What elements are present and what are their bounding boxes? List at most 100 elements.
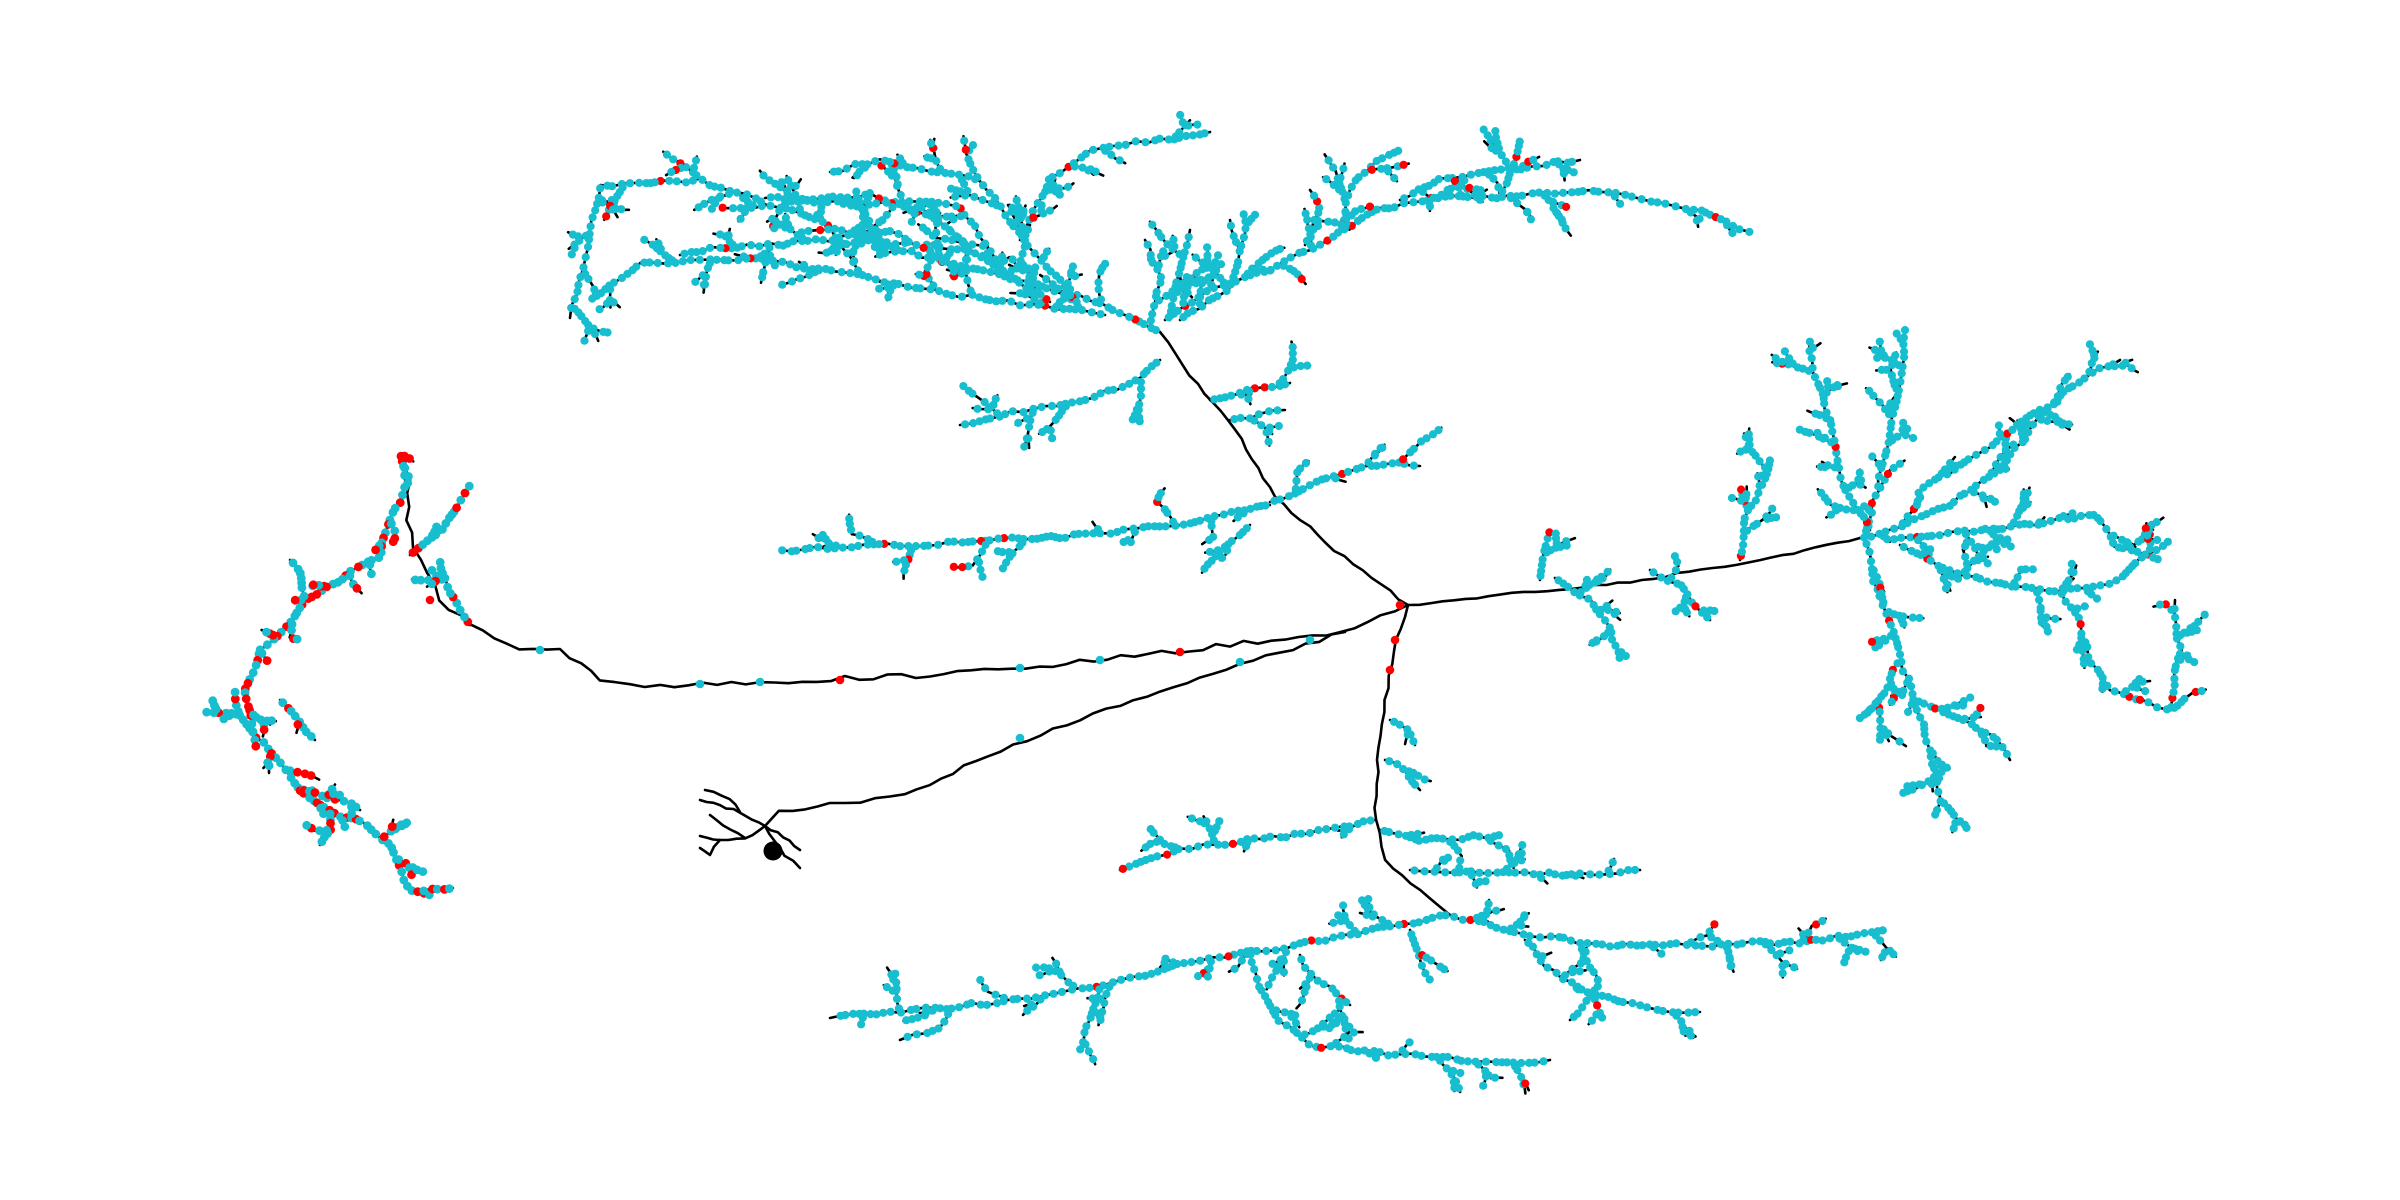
synapse-marker-a xyxy=(1163,240,1172,249)
synapse-marker-a xyxy=(1272,1006,1281,1015)
synapse-marker-a xyxy=(1908,613,1917,622)
synapse-marker-a xyxy=(1400,194,1409,203)
synapse-marker-a xyxy=(906,1005,916,1015)
synapse-marker-a xyxy=(1039,963,1048,972)
synapse-marker-a xyxy=(2197,686,2206,696)
synapse-marker-a xyxy=(975,293,984,302)
synapse-marker-a xyxy=(1882,731,1891,740)
synapse-marker-a xyxy=(1007,297,1016,306)
synapse-marker-a xyxy=(1442,1064,1451,1073)
synapse-marker-a xyxy=(1889,463,1898,473)
synapse-marker-a xyxy=(230,687,240,697)
synapse-marker-a xyxy=(389,848,398,857)
synapse-marker-a xyxy=(2002,451,2011,460)
synapse-marker-a xyxy=(1517,1073,1526,1082)
synapse-marker-a xyxy=(1121,140,1130,149)
synapse-marker-a xyxy=(1194,842,1203,851)
synapse-marker-a xyxy=(1297,996,1307,1005)
synapse-marker-a xyxy=(1562,537,1571,546)
synapse-marker-a xyxy=(2059,511,2068,521)
synapse-marker-a xyxy=(1876,716,1885,725)
synapse-marker-a xyxy=(276,758,285,768)
synapse-marker-a xyxy=(1227,507,1236,517)
synapse-marker-a xyxy=(1195,817,1205,826)
synapse-marker-a xyxy=(949,215,958,224)
synapse-marker-a xyxy=(1301,458,1311,468)
synapse-marker-a xyxy=(1576,588,1585,597)
synapse-markers xyxy=(202,110,2209,1093)
synapse-marker-a xyxy=(1481,1072,1490,1081)
synapse-marker-a xyxy=(968,141,978,150)
synapse-marker-a xyxy=(1048,434,1057,443)
synapse-marker-a xyxy=(1828,427,1837,436)
synapse-marker-b xyxy=(949,562,958,571)
synapse-marker-a xyxy=(1805,337,1814,346)
synapse-marker-a xyxy=(1498,187,1507,196)
synapse-marker-a xyxy=(1579,949,1588,958)
synapse-marker-a xyxy=(1187,814,1196,823)
synapse-marker-a xyxy=(2051,614,2060,624)
synapse-marker-b xyxy=(1118,864,1127,874)
synapse-marker-a xyxy=(1022,994,1032,1003)
synapse-marker-a xyxy=(890,170,899,179)
synapse-marker-a xyxy=(1215,953,1224,962)
synapse-marker-a xyxy=(1887,356,1896,365)
synapse-marker-a xyxy=(1081,149,1090,158)
synapse-marker-a xyxy=(756,252,765,261)
synapse-marker-a xyxy=(464,481,474,491)
synapse-marker-a xyxy=(998,564,1008,573)
synapse-marker-a xyxy=(855,531,864,540)
synapse-marker-a xyxy=(934,540,943,549)
synapse-marker-a xyxy=(1213,546,1222,555)
synapse-marker-a xyxy=(1288,343,1297,352)
synapse-marker-a xyxy=(947,262,956,271)
synapse-marker-b xyxy=(961,145,970,154)
synapse-marker-a xyxy=(1384,167,1393,176)
synapse-marker-a xyxy=(1169,294,1178,303)
synapse-marker-a xyxy=(1765,456,1774,465)
synapse-marker-a xyxy=(1015,663,1025,673)
synapse-marker-a xyxy=(1661,199,1670,208)
synapse-marker-a xyxy=(1035,971,1044,980)
synapse-marker-a xyxy=(2121,358,2130,367)
synapse-marker-a xyxy=(1895,459,1904,468)
synapse-marker-a xyxy=(1979,554,1988,563)
synapse-marker-a xyxy=(966,217,976,226)
synapse-marker-a xyxy=(1008,407,1017,416)
synapse-marker-b xyxy=(354,562,363,572)
synapse-marker-a xyxy=(1155,134,1164,143)
synapse-marker-a xyxy=(1193,276,1202,285)
synapse-marker-a xyxy=(816,207,826,216)
soma-layer xyxy=(763,841,783,861)
synapse-marker-b xyxy=(425,595,435,605)
synapse-marker-a xyxy=(886,1007,895,1016)
synapse-marker-a xyxy=(1748,937,1757,946)
synapse-marker-a xyxy=(1274,421,1283,431)
synapse-marker-a xyxy=(1384,828,1394,837)
synapse-marker-a xyxy=(1360,168,1369,177)
synapse-marker-a xyxy=(1211,258,1220,267)
synapse-marker-a xyxy=(852,187,861,196)
synapse-marker-a xyxy=(1616,868,1625,877)
synapse-marker-a xyxy=(1051,415,1060,424)
synapse-marker-b xyxy=(241,694,251,704)
synapse-marker-a xyxy=(317,837,327,846)
synapse-marker-a xyxy=(1956,817,1965,826)
synapse-marker-a xyxy=(1339,901,1348,910)
synapse-marker-a xyxy=(2053,397,2062,406)
synapse-marker-a xyxy=(262,627,271,637)
synapse-marker-a xyxy=(1230,415,1239,424)
synapse-marker-a xyxy=(1178,118,1187,127)
synapse-marker-a xyxy=(1279,968,1288,977)
synapse-marker-a xyxy=(208,696,218,706)
synapse-marker-a xyxy=(1273,406,1282,415)
synapse-marker-a xyxy=(1179,298,1188,307)
synapse-marker-a xyxy=(928,1006,937,1015)
synapse-marker-a xyxy=(1876,483,1885,492)
synapse-marker-a xyxy=(809,198,819,207)
synapse-marker-a xyxy=(1583,939,1592,948)
synapse-marker-a xyxy=(872,1010,881,1019)
synapse-marker-a xyxy=(1012,196,1021,205)
synapse-marker-a xyxy=(1064,978,1073,987)
synapse-marker-b xyxy=(1562,202,1571,211)
